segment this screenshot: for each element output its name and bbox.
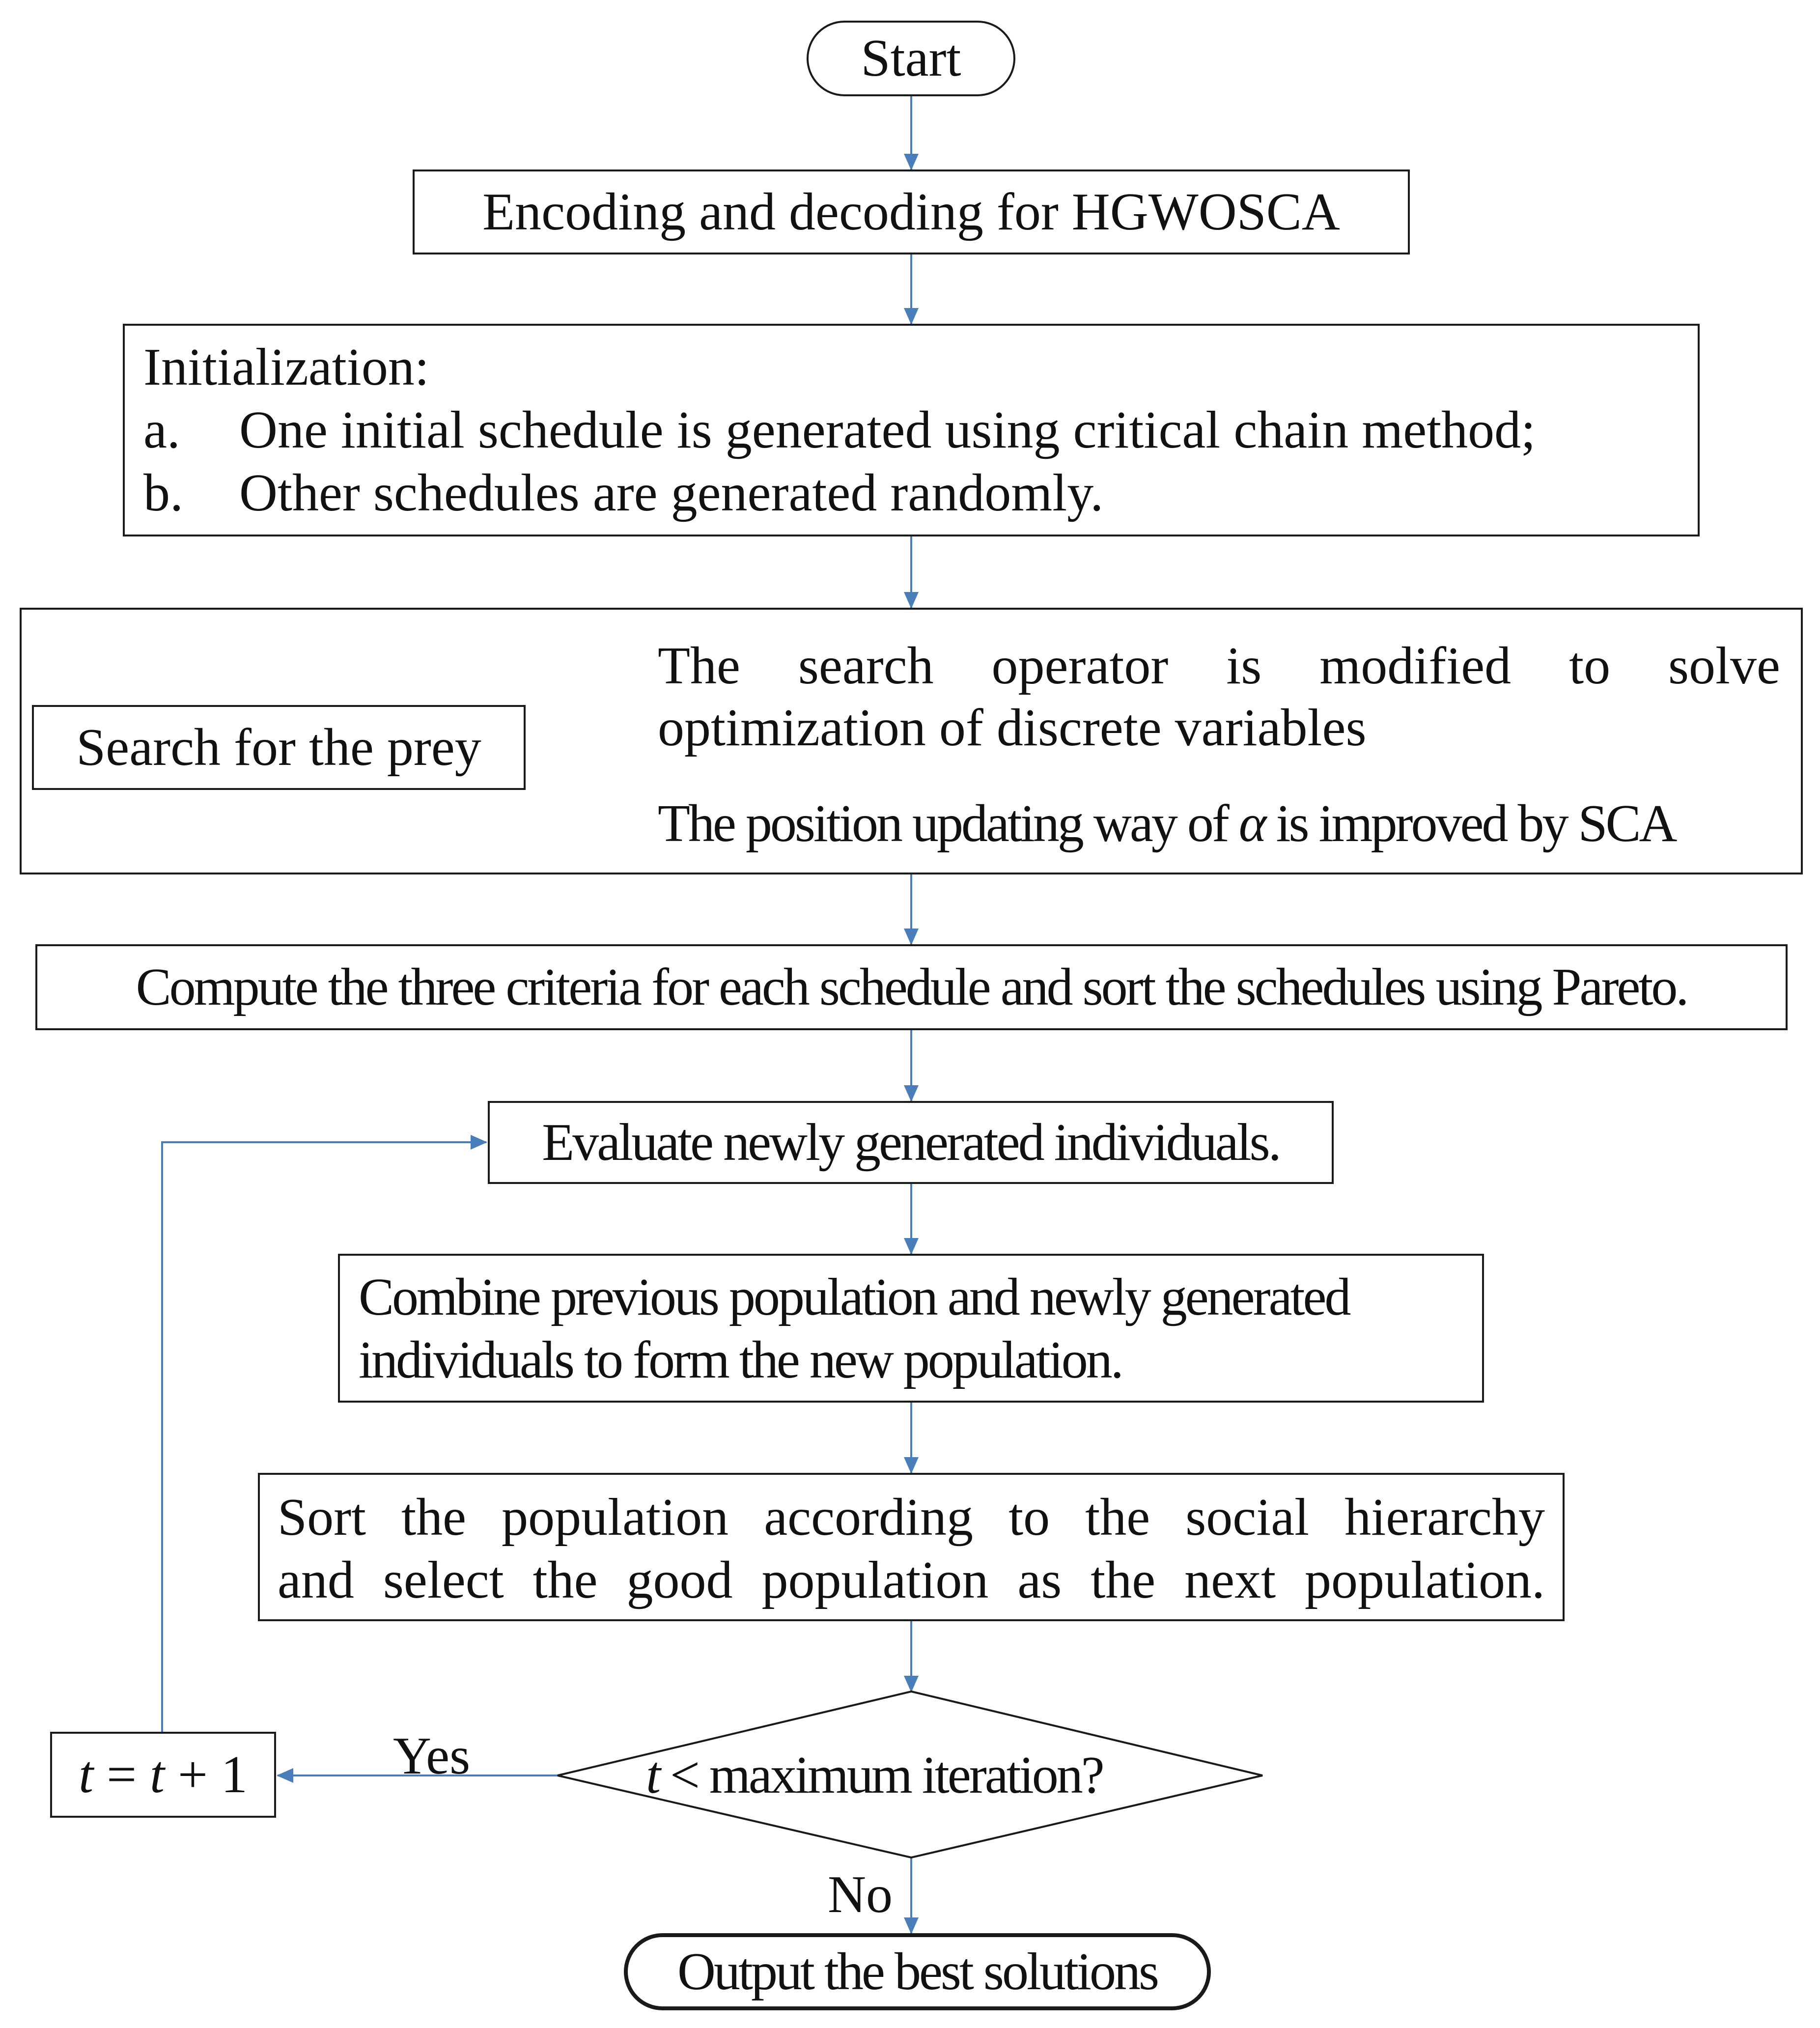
alpha-symbol: α <box>1238 794 1267 853</box>
sort-line-2: and select the good population as the ne… <box>278 1551 1545 1609</box>
end-label: Output the best solutions <box>677 1942 1159 2001</box>
decision-variable: t <box>646 1746 661 1804</box>
initialization-title: Initialization: <box>143 338 429 396</box>
search-prey-box: Search for the prey <box>32 705 526 790</box>
sort-line-1: Sort the population according to the soc… <box>278 1488 1545 1547</box>
start-label: Start <box>861 29 961 87</box>
item-b-label: b. <box>143 464 183 522</box>
evaluate-box: Evaluate newly generated individuals. <box>488 1101 1334 1184</box>
increment-box: t = t + 1 <box>50 1732 276 1818</box>
search-note-1-line-2: optimization of discrete variables <box>658 699 1367 757</box>
decision-text: < maximum iteration? <box>659 1746 1105 1804</box>
sort-box: Sort the population according to the soc… <box>258 1473 1565 1621</box>
decision-label: t < maximum iteration? <box>646 1744 1105 1807</box>
encoding-label: Encoding and decoding for HGWOSCA <box>482 182 1340 241</box>
compute-label: Compute the three criteria for each sche… <box>136 958 1689 1016</box>
search-note-2: The position updating way of α is improv… <box>658 792 1678 856</box>
decision-diamond <box>557 1690 1263 1859</box>
yes-label: Yes <box>393 1727 471 1785</box>
encoding-box: Encoding and decoding for HGWOSCA <box>413 169 1410 254</box>
note-2-before: The position updating way of <box>658 794 1239 853</box>
combine-line-2: individuals to form the new population. <box>359 1331 1124 1389</box>
combine-line-1: Combine previous population and newly ge… <box>359 1268 1351 1326</box>
end-terminal: Output the best solutions <box>624 1933 1211 2010</box>
arrow-loop-back-to-evaluate <box>161 1135 487 1732</box>
increment-var-2: t <box>150 1745 165 1804</box>
initialization-box: Initialization: a. One initial schedule i… <box>123 324 1700 536</box>
compute-box: Compute the three criteria for each sche… <box>35 944 1788 1030</box>
increment-eq: = <box>93 1745 150 1804</box>
item-a-text: One initial schedule is generated using … <box>239 401 1536 459</box>
start-terminal: Start <box>807 21 1015 96</box>
no-label: No <box>828 1865 893 1924</box>
increment-rest: + 1 <box>165 1745 248 1804</box>
initialization-item-a: a. One initial schedule is generated usin… <box>143 398 1536 462</box>
initialization-item-b: b. Other schedules are generated randomly… <box>143 461 1103 525</box>
increment-label: t = t + 1 <box>79 1743 248 1807</box>
note-2-after: is improved by SCA <box>1264 794 1678 853</box>
combine-box: Combine previous population and newly ge… <box>338 1254 1484 1403</box>
search-note-1-line-1: The search operator is modified to solve <box>658 637 1780 695</box>
item-a-label: a. <box>143 401 180 459</box>
increment-var-1: t <box>79 1745 94 1804</box>
item-b-text: Other schedules are generated randomly. <box>239 464 1104 522</box>
evaluate-label: Evaluate newly generated individuals. <box>542 1113 1281 1172</box>
search-prey-label: Search for the prey <box>76 718 481 777</box>
